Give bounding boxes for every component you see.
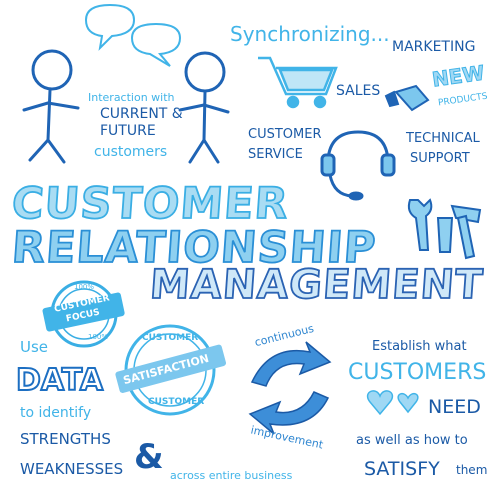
strengths-label: STRENGTHS [20,430,111,448]
customer-service-line2: SERVICE [248,147,303,162]
them-label: them [456,463,488,477]
synchronizing-label: Synchronizing... [230,22,390,46]
interaction-line3: FUTURE [100,123,156,139]
stick-figure-icon [178,51,230,164]
stamp-focus-top: 100% [74,283,95,291]
technical-support-line2: SUPPORT [410,151,470,166]
stamp-icon [115,324,227,416]
need-label: NEED [428,396,481,418]
data-label: DATA [15,363,104,398]
customer-service-line1: CUSTOMER [248,127,322,142]
interaction-line1: Interaction with [88,91,175,104]
stamp-focus-bottom: 100% [88,333,109,341]
technical-support-line1: TECHNICAL [406,131,480,146]
to-identify-label: to identify [20,405,92,421]
title-line1: CUSTOMER [9,178,291,230]
heart-icon [366,390,419,416]
satisfy-label: SATISFY [364,458,440,480]
stamp-icon [42,280,125,348]
weaknesses-label: WEAKNESSES [20,460,124,478]
shopping-cart-icon [258,56,338,109]
as-well-label: as well as how to [356,433,468,448]
sales-label: SALES [336,83,381,99]
stamp-satisfaction-bottom: CUSTOMER [148,397,205,407]
across-business-label: across entire business [170,469,293,482]
use-label: Use [20,338,49,356]
establish-label: Establish what [372,339,467,354]
title-line3: MANAGEMENT [147,261,485,309]
speech-bubble-icon [84,3,182,67]
interaction-line4: customers [94,144,168,160]
cycle-arrows-icon [248,341,332,435]
stick-figure-icon [22,49,80,164]
marketing-label: MARKETING [392,39,476,55]
stamp-satisfaction-top: CUSTOMER [142,333,199,343]
headset-icon [320,130,396,201]
megaphone-icon [384,84,430,112]
tools-icon [407,198,482,260]
interaction-line2: CURRENT & [100,106,183,122]
customers-label: CUSTOMERS [348,360,487,385]
ampersand: & [134,437,164,477]
